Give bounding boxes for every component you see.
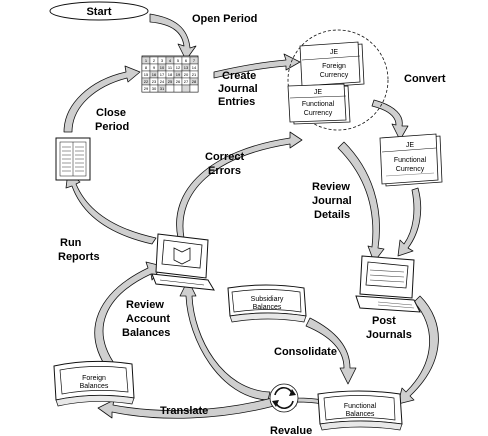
- calendar-day: 15: [144, 72, 149, 77]
- je-document-icon: JE Functional Currency: [287, 83, 351, 125]
- functional-line2: Balances: [346, 411, 375, 418]
- label-revalue: Revalue: [270, 425, 312, 436]
- calendar-day: 2: [153, 58, 156, 63]
- label-close-1: Close: [96, 107, 126, 119]
- calendar-day: 18: [168, 72, 173, 77]
- subsidiary-line2: Balances: [253, 304, 282, 311]
- calendar-day: 12: [176, 65, 181, 70]
- functional-line1: Functional: [344, 403, 377, 410]
- calendar-day: 13: [184, 65, 189, 70]
- calendar-cell: [165, 84, 175, 93]
- calendar-day: 31: [160, 86, 165, 91]
- calendar-day: 25: [168, 79, 173, 84]
- label-review-balances-1: Review: [126, 299, 164, 311]
- label-review-details-2: Journal: [312, 195, 352, 207]
- calendar-day: 27: [184, 79, 189, 84]
- je-foreign-title: JE: [330, 49, 339, 56]
- label-review-details-3: Details: [314, 209, 350, 221]
- revalue-cycle-icon: [269, 383, 299, 413]
- je-converted-line1: Functional: [394, 157, 427, 164]
- label-review-balances-3: Balances: [122, 327, 170, 339]
- terminal-icon: [151, 233, 215, 291]
- je-entry-group: JE Foreign Currency JE Functional Curren…: [287, 29, 389, 131]
- label-translate: Translate: [160, 405, 208, 417]
- calendar-day: 3: [161, 58, 164, 63]
- label-create-3: Entries: [218, 96, 255, 108]
- calendar-day: 16: [152, 72, 157, 77]
- arrow-correct-errors: [176, 131, 303, 239]
- calendar-day: 26: [176, 79, 181, 84]
- calendar-cell: [173, 84, 183, 93]
- je-functional-line2: Currency: [304, 110, 333, 117]
- calendar-day: 6: [185, 58, 188, 63]
- calendar-cell: [189, 84, 199, 93]
- label-create-1: Create: [222, 70, 256, 82]
- label-run-2: Reports: [58, 251, 100, 263]
- calendar-day: 20: [184, 72, 189, 77]
- calendar-cell: [181, 84, 191, 93]
- label-review-balances-2: Account: [126, 313, 170, 325]
- calendar-day: 11: [168, 65, 173, 70]
- arrow-translate: [97, 397, 275, 419]
- je-document-icon: JE Functional Currency: [379, 133, 443, 187]
- terminal-icon: [355, 255, 421, 313]
- calendar-day: 17: [160, 72, 165, 77]
- je-functional-title: JE: [314, 89, 323, 96]
- book-icon: Foreign Balances: [53, 360, 135, 407]
- label-open-period: Open Period: [192, 13, 257, 25]
- label-post-2: Journals: [366, 329, 412, 341]
- calendar-day: 4: [169, 58, 172, 63]
- calendar-day: 24: [160, 79, 165, 84]
- arrow-create-to-je: [213, 53, 301, 79]
- calendar-day: 14: [192, 65, 197, 70]
- arrow-consolidate: [305, 317, 357, 385]
- je-converted-title: JE: [406, 142, 415, 149]
- calendar-day: 9: [153, 65, 156, 70]
- calendar-day: 10: [160, 65, 165, 70]
- foreign-line2: Balances: [80, 383, 109, 390]
- subsidiary-line1: Subsidiary: [251, 296, 284, 303]
- calendar-day: 5: [177, 58, 180, 63]
- je-foreign-line1: Foreign: [322, 63, 346, 70]
- label-consolidate: Consolidate: [274, 346, 337, 358]
- arrow-close-to-calendar: [63, 65, 141, 133]
- calendar-day: 7: [193, 58, 196, 63]
- calendar-day: 30: [152, 86, 157, 91]
- arrow-to-convert: [371, 99, 409, 141]
- je-functional-line1: Functional: [302, 101, 335, 108]
- calendar-day: 1: [145, 58, 148, 63]
- arrow-up-close: [65, 171, 157, 245]
- je-foreign-line2: Currency: [320, 72, 349, 79]
- start-label: Start: [86, 6, 111, 18]
- step-labels: Open Period Create Journal Entries Conve…: [58, 13, 446, 436]
- calendar-day: 28: [192, 79, 197, 84]
- foreign-line1: Foreign: [82, 375, 106, 382]
- label-close-2: Period: [95, 121, 129, 133]
- start-node: Start: [49, 1, 149, 21]
- calendar-day: 19: [176, 72, 181, 77]
- report-icon: [55, 137, 91, 181]
- label-post-1: Post: [372, 315, 396, 327]
- label-correct-1: Correct: [205, 151, 244, 163]
- calendar-day: 22: [144, 79, 149, 84]
- je-converted-line2: Currency: [396, 166, 425, 173]
- calendar-day: 29: [144, 86, 149, 91]
- label-run-1: Run: [60, 237, 82, 249]
- calendar-day: 8: [145, 65, 148, 70]
- calendar-day: 23: [152, 79, 157, 84]
- calendar-day: 21: [192, 72, 197, 77]
- je-document-icon: JE Foreign Currency: [299, 41, 365, 89]
- arrow-start-to-open: [149, 13, 197, 61]
- arrow-convert-down: [397, 187, 422, 257]
- label-convert: Convert: [404, 73, 446, 85]
- label-review-details-1: Review: [312, 181, 350, 193]
- label-create-2: Journal: [218, 83, 258, 95]
- label-correct-2: Errors: [208, 165, 241, 177]
- arrow-review-details: [337, 141, 385, 263]
- book-icon: Subsidiary Balances: [227, 284, 307, 323]
- book-icon: Functional Balances: [317, 390, 403, 431]
